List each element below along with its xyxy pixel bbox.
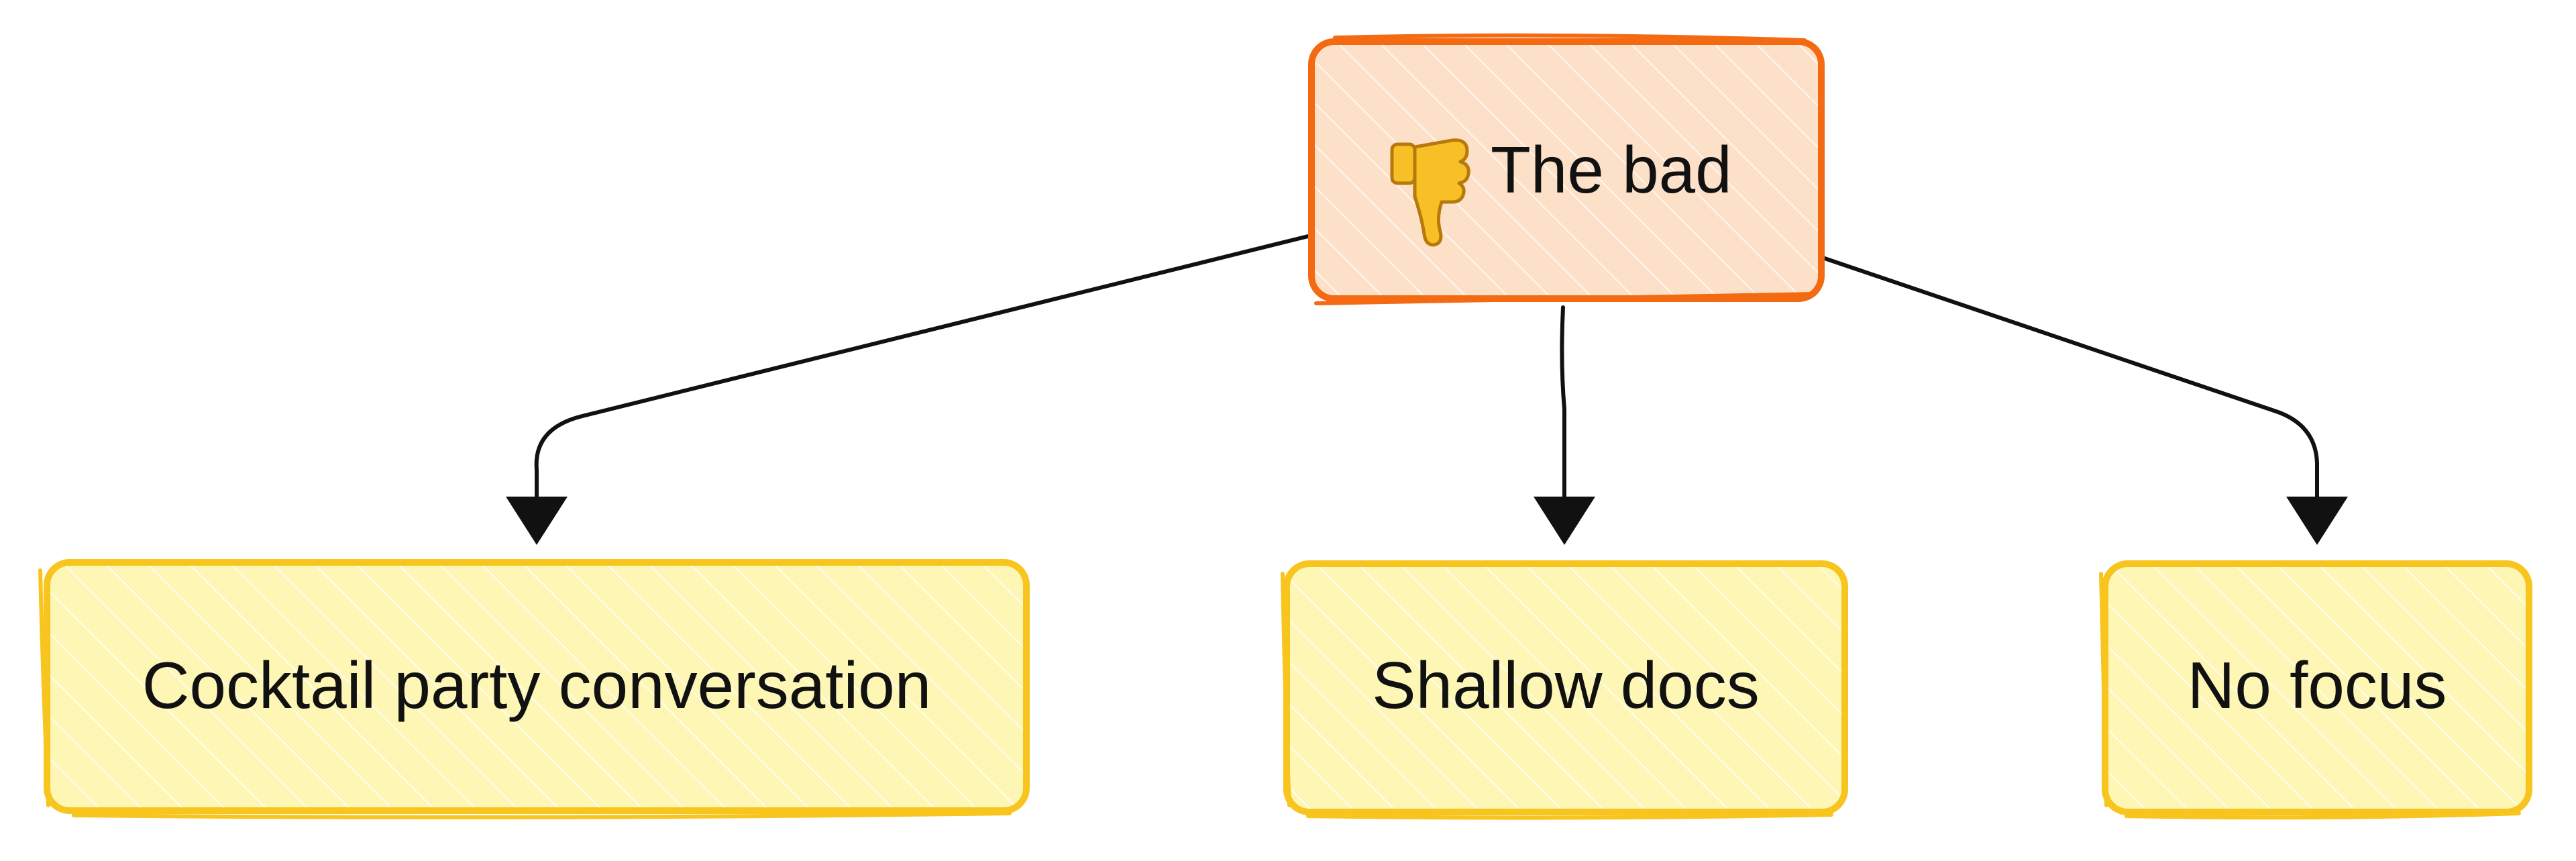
edge-root-to-cocktail-party (506, 234, 1310, 545)
root-label: The bad (1491, 133, 1732, 207)
edge-root-to-no-focus (1823, 256, 2348, 545)
arrowhead (2286, 497, 2348, 545)
root-node[interactable]: The bad (1308, 33, 1825, 305)
arrowhead (1534, 497, 1595, 545)
thumbs-down-icon (1390, 138, 1470, 247)
edges (506, 234, 2348, 545)
child-node-shallow-docs[interactable]: Shallow docs (1281, 560, 1848, 820)
child-label-shallow-docs: Shallow docs (1372, 648, 1759, 722)
child-label-cocktail-party: Cocktail party conversation (142, 648, 932, 722)
edge-root-to-shallow-docs (1534, 305, 1595, 545)
child-node-cocktail-party[interactable]: Cocktail party conversation (38, 559, 1030, 819)
arrowhead (506, 497, 568, 545)
child-node-no-focus[interactable]: No focus (2099, 560, 2532, 820)
child-label-no-focus: No focus (2188, 648, 2447, 722)
